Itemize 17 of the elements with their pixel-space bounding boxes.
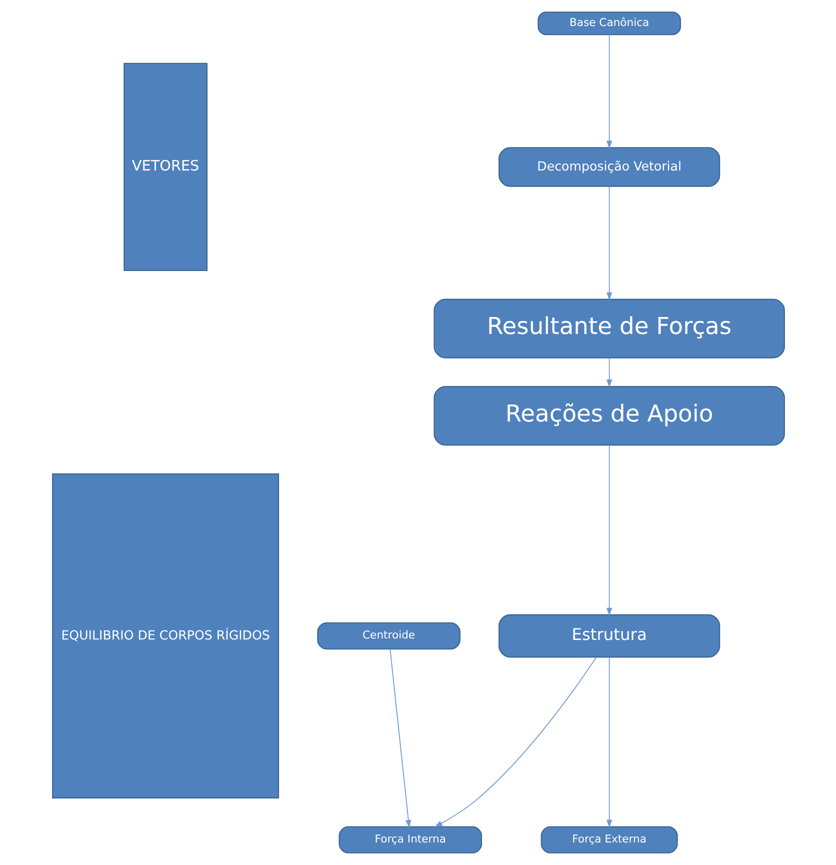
node-box: VETORES bbox=[123, 62, 207, 272]
arrow bbox=[606, 186, 612, 301]
node-box: Força Externa bbox=[540, 826, 678, 854]
node-box: Reações de Apoio bbox=[433, 386, 784, 446]
arrow bbox=[389, 648, 411, 828]
arrow bbox=[606, 34, 612, 149]
node-box: Decomposição Vetorial bbox=[498, 147, 720, 187]
node-box: Base Canônica bbox=[537, 12, 680, 36]
arrow bbox=[434, 656, 596, 828]
arrow bbox=[606, 656, 612, 828]
node-box: Força Interna bbox=[338, 826, 482, 854]
arrow bbox=[606, 444, 612, 616]
node-box: Centroide bbox=[316, 622, 460, 650]
node-box: Resultante de Forças bbox=[433, 298, 784, 358]
arrow bbox=[606, 357, 612, 388]
node-box: EQUILIBRIO DE CORPOS RÍGIDOS bbox=[52, 473, 279, 798]
node-box: Estrutura bbox=[498, 614, 720, 658]
